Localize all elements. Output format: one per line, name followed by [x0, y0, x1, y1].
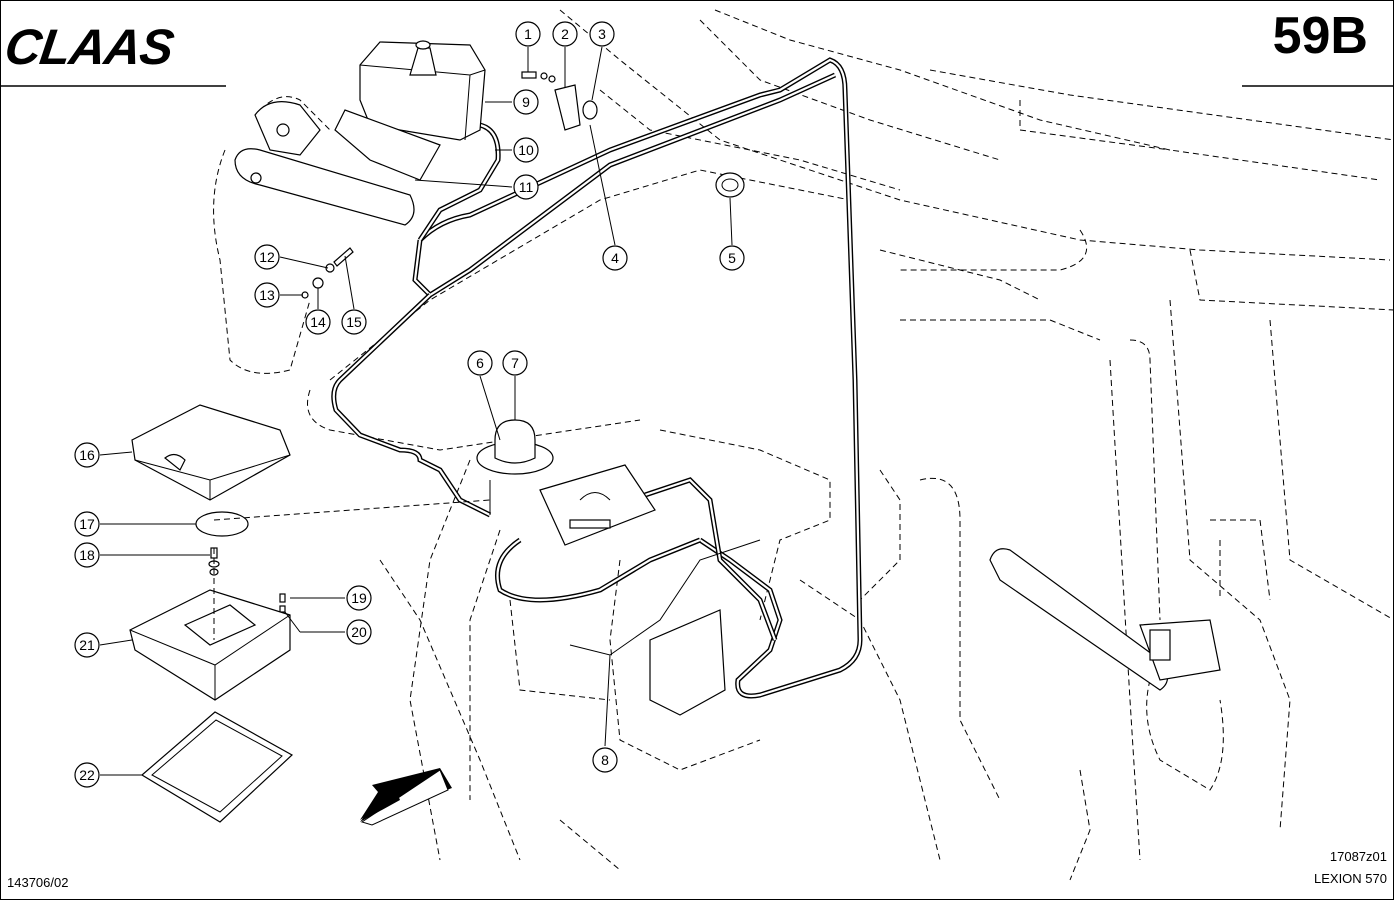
travel-direction-arrow: [360, 768, 452, 826]
footer-right: 17087z01 LEXION 570: [1314, 846, 1387, 890]
callout-label: 10: [518, 142, 534, 158]
callout-label: 22: [79, 767, 95, 783]
callout-label: 12: [259, 249, 275, 265]
parts-19-20-screws: [279, 593, 286, 613]
callout-5: 5: [719, 245, 745, 271]
connector-box: [649, 609, 726, 716]
claas-logo: CLAAS: [1, 19, 177, 75]
callout-label: 5: [728, 250, 736, 266]
part-6-7-speaker: [476, 419, 554, 475]
cable-harness: [331, 57, 863, 699]
callout-10: 10: [513, 137, 539, 163]
callout-17: 17: [74, 511, 100, 537]
part-22-filter: [140, 711, 294, 823]
model-name: LEXION 570: [1314, 871, 1387, 886]
callout-label: 2: [561, 26, 569, 42]
callout-15: 15: [341, 309, 367, 335]
doc-number: 143706/02: [7, 875, 69, 890]
callout-11: 11: [513, 174, 539, 200]
page-code: 59B: [1272, 7, 1368, 65]
assembly-line: [213, 499, 491, 640]
part-17-ring: [195, 511, 249, 537]
callout-20: 20: [346, 619, 372, 645]
callout-19: 19: [346, 585, 372, 611]
callout-label: 15: [346, 314, 362, 330]
callout-9: 9: [513, 89, 539, 115]
callout-1: 1: [515, 21, 541, 47]
left-armrest: [234, 101, 415, 226]
callout-label: 1: [524, 26, 532, 42]
part-5-clip: [715, 172, 745, 198]
callout-label: 8: [601, 752, 609, 768]
callout-6: 6: [467, 350, 493, 376]
part-11-plate: [334, 109, 441, 181]
callout-8: 8: [592, 747, 618, 773]
callout-21: 21: [74, 632, 100, 658]
callout-7: 7: [502, 350, 528, 376]
right-armrest: [989, 548, 1221, 691]
callout-16: 16: [74, 442, 100, 468]
callout-2: 2: [552, 21, 578, 47]
callout-label: 6: [476, 355, 484, 371]
part-2-bracket: [554, 84, 581, 131]
callout-22: 22: [74, 762, 100, 788]
callout-label: 18: [79, 547, 95, 563]
callout-label: 11: [519, 179, 534, 195]
part-16-cover: [131, 404, 291, 501]
callout-14: 14: [305, 309, 331, 335]
part-9-box: [359, 40, 486, 141]
callout-label: 14: [310, 314, 326, 330]
drawing-id: 17087z01: [1329, 849, 1387, 864]
part-3-clamp: [582, 100, 598, 120]
callout-label: 21: [79, 637, 95, 653]
callout-label: 9: [522, 94, 530, 110]
part-1-screw: [521, 71, 556, 83]
callout-18: 18: [74, 542, 100, 568]
callout-label: 4: [611, 250, 619, 266]
leader-lines: [99, 46, 733, 776]
callout-label: 13: [259, 287, 275, 303]
callout-label: 7: [511, 355, 519, 371]
callout-3: 3: [589, 21, 615, 47]
control-panel: [539, 464, 656, 546]
callout-label: 17: [79, 516, 95, 532]
callout-label: 20: [351, 624, 367, 640]
callout-4: 4: [602, 245, 628, 271]
parts-12-15-fasteners: [301, 247, 354, 299]
callout-label: 19: [351, 590, 367, 606]
callout-12: 12: [254, 244, 280, 270]
callout-label: 3: [598, 26, 606, 42]
brand-name: CLAAS: [1, 19, 177, 75]
callout-label: 16: [79, 447, 95, 463]
callout-13: 13: [254, 282, 280, 308]
part-21-housing: [129, 589, 291, 701]
